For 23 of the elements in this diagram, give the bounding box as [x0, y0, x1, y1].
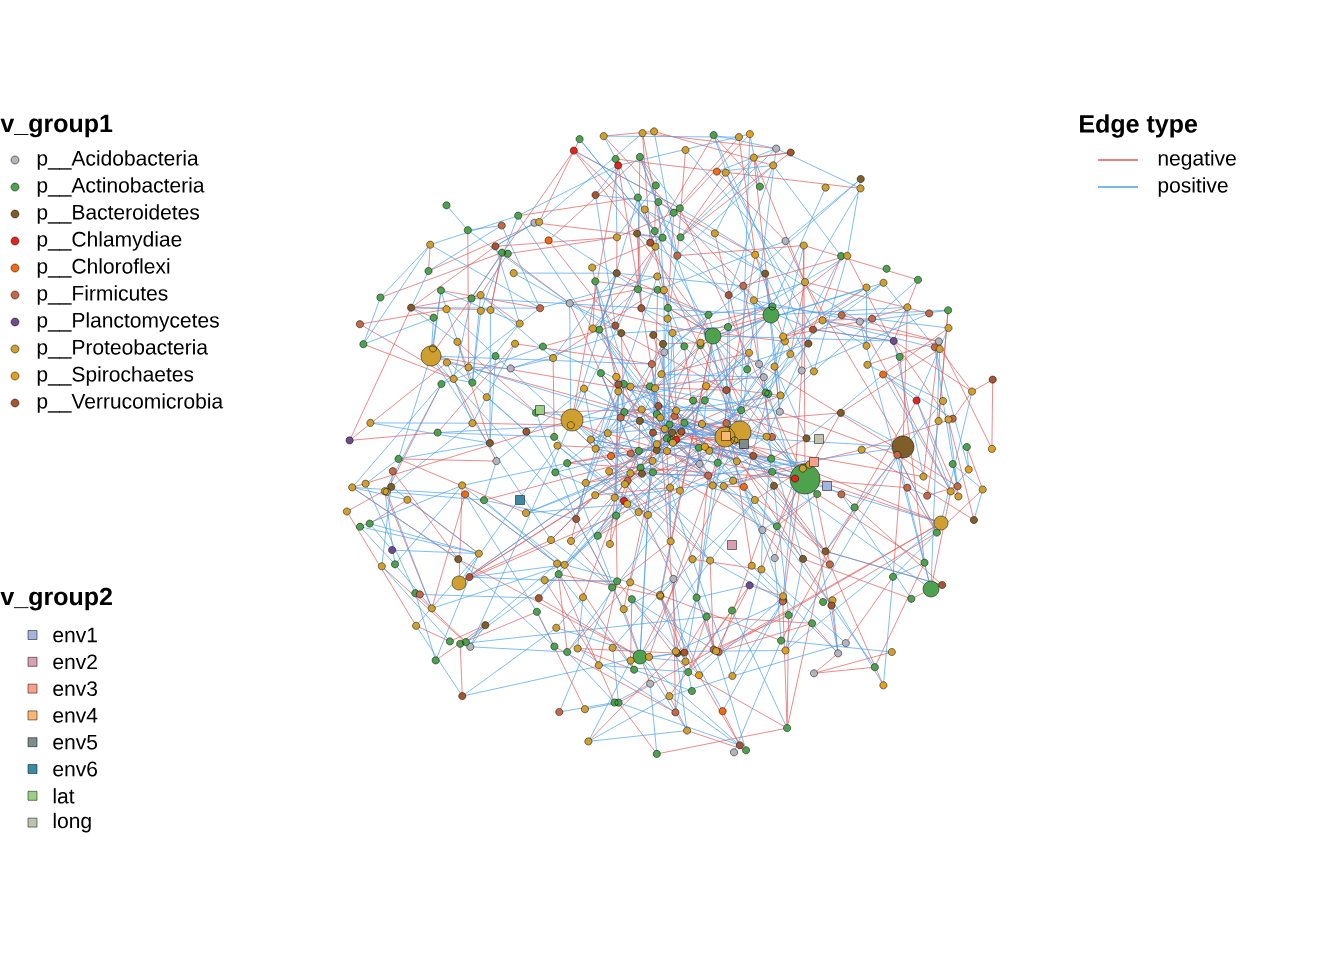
legend-title: v_group2 — [0, 587, 112, 611]
legend-label: p__Spirochaetes — [37, 366, 194, 386]
legend-label: env6 — [53, 761, 97, 777]
legend-label: p__Chlamydiae — [37, 231, 182, 251]
legend-label: positive — [1158, 177, 1228, 197]
legend-label: long — [53, 812, 91, 833]
legend-title: Edge type — [1080, 114, 1197, 138]
legend-label: lat — [53, 788, 75, 804]
legend-label: env5 — [53, 734, 98, 750]
legend-label: p__Planctomycetes — [37, 312, 219, 332]
legend-label: p__Firmicutes — [37, 285, 168, 305]
legend-label: env2 — [53, 654, 97, 670]
legend-label: negative — [1158, 150, 1236, 170]
legend-label: p__Proteobacteria — [37, 339, 208, 359]
legend-label: p__Acidobacteria — [37, 150, 199, 170]
legend-label: p__Actinobacteria — [37, 177, 205, 197]
legend-title: v_group1 — [0, 114, 113, 138]
legend-label: p__Chloroflexi — [37, 258, 170, 278]
legend-label: env3 — [53, 681, 97, 697]
legend-label: p__Verrucomicrobia — [37, 393, 224, 413]
legend-label: env1 — [53, 627, 97, 643]
legend-label: p__Bacteroidetes — [37, 204, 200, 224]
legend-label: env4 — [53, 708, 98, 723]
